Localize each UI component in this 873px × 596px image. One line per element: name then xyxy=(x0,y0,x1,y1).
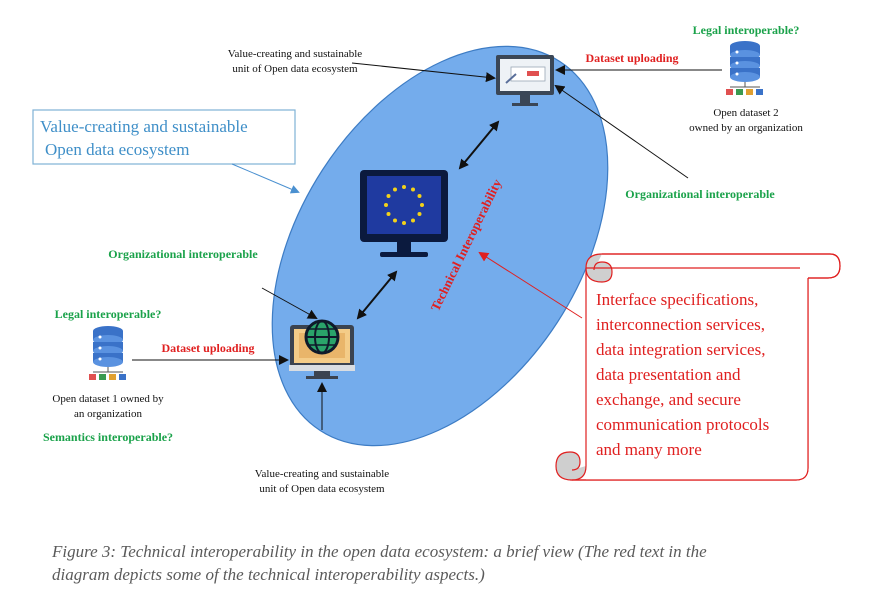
dataset2-legal-label: Legal interoperable? xyxy=(693,23,800,37)
bottom-unit-label-line2: unit of Open data ecosystem xyxy=(259,483,385,495)
database-icon-1 xyxy=(89,326,126,380)
org-left-label: Organizational interoperable xyxy=(108,247,258,261)
globe-computer-icon xyxy=(289,319,355,379)
caption-line1: Figure 3: Technical interoperability in … xyxy=(52,542,707,561)
org-left-pointer xyxy=(261,287,318,319)
bottom-link-arrow xyxy=(356,270,398,320)
ecosystem-box-line2: Open data ecosystem xyxy=(45,140,189,159)
scroll-line-5: exchange, and secure xyxy=(596,390,741,409)
scroll-line-1: Interface specifications, xyxy=(596,290,758,309)
diagram-svg: Value-creating and sustainable Open data… xyxy=(32,23,841,495)
dataset2-line2: owned by an organization xyxy=(689,122,803,134)
technical-pointer xyxy=(478,251,583,319)
scroll-line-6: communication protocols xyxy=(596,415,769,434)
top-link-arrow xyxy=(458,120,500,170)
top-unit-pointer xyxy=(351,62,496,83)
ecosystem-label-box: Value-creating and sustainable Open data… xyxy=(32,109,296,165)
figure-caption: Figure 3: Technical interoperability in … xyxy=(52,540,852,586)
caption-line2: diagram depicts some of the technical in… xyxy=(52,565,485,584)
scroll-line-2: interconnection services, xyxy=(596,315,765,334)
eu-monitor-icon xyxy=(360,170,448,257)
dataset1-semantics-label: Semantics interoperable? xyxy=(43,430,173,444)
scroll-callout xyxy=(555,253,841,481)
org-right-pointer xyxy=(554,84,689,179)
dataset1-legal-label: Legal interoperable? xyxy=(55,307,162,321)
scroll-text: Interface specifications, interconnectio… xyxy=(596,290,769,459)
scroll-line-4: data presentation and xyxy=(596,365,741,384)
top-computer-icon xyxy=(496,55,554,106)
top-unit-label-line2: unit of Open data ecosystem xyxy=(232,63,358,75)
scroll-line-3: data integration services, xyxy=(596,340,765,359)
database-icon-2 xyxy=(726,41,763,95)
dataset1-upload-label: Dataset uploading xyxy=(161,341,254,355)
top-unit-label-line1: Value-creating and sustainable xyxy=(228,48,363,60)
ecosystem-ellipse xyxy=(271,45,609,447)
dataset1-line1: Open dataset 1 owned by xyxy=(52,393,164,405)
bottom-unit-label-line1: Value-creating and sustainable xyxy=(255,468,390,480)
dataset1-line2: an organization xyxy=(74,408,142,420)
dataset2-upload-label: Dataset uploading xyxy=(585,51,678,65)
org-right-label: Organizational interoperable xyxy=(625,187,775,201)
dataset2-line1: Open dataset 2 xyxy=(713,107,778,119)
ecosystem-box-pointer xyxy=(231,163,300,194)
ecosystem-box-line1: Value-creating and sustainable xyxy=(40,117,248,136)
scroll-line-7: and many more xyxy=(596,440,702,459)
